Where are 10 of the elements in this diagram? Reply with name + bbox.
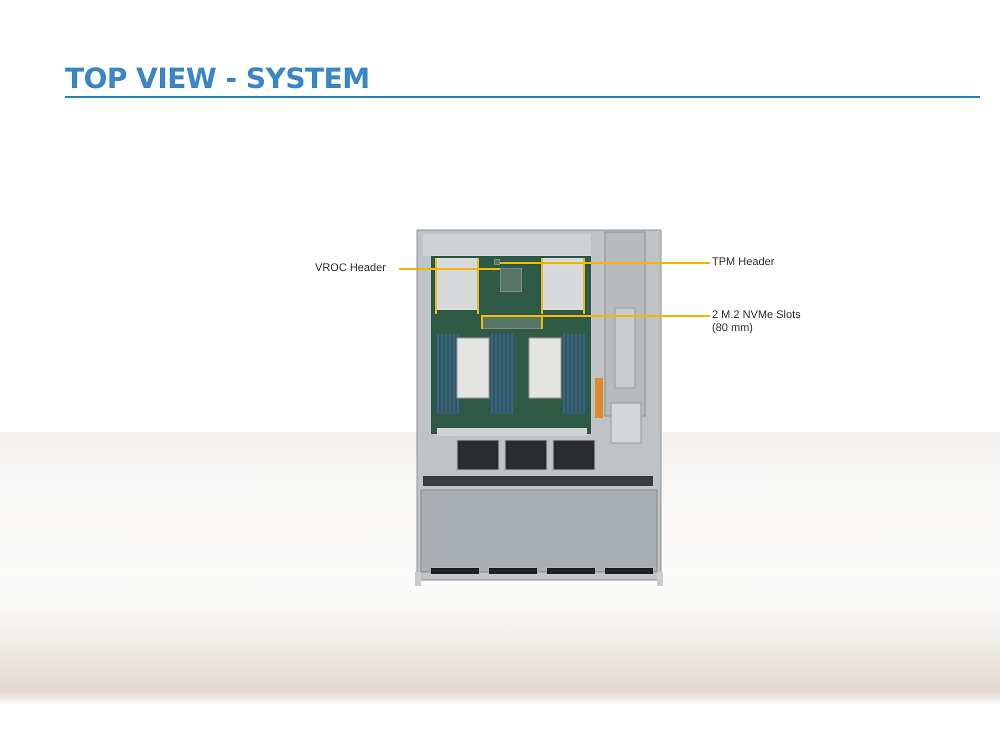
callout-label: TPM Header [712, 256, 792, 270]
page-title: TOP VIEW - SYSTEM [65, 62, 370, 95]
vroc-header-chip [500, 268, 522, 292]
tpm-header-part [494, 259, 500, 265]
m2-slot-bracket [482, 316, 542, 329]
leader-line [481, 315, 711, 330]
callout-label: 2 M.2 NVMe Slots (80 mm) [712, 309, 808, 337]
leader-line [399, 268, 500, 270]
callout-label: VROC Header [315, 262, 397, 276]
leader-line [500, 262, 710, 264]
